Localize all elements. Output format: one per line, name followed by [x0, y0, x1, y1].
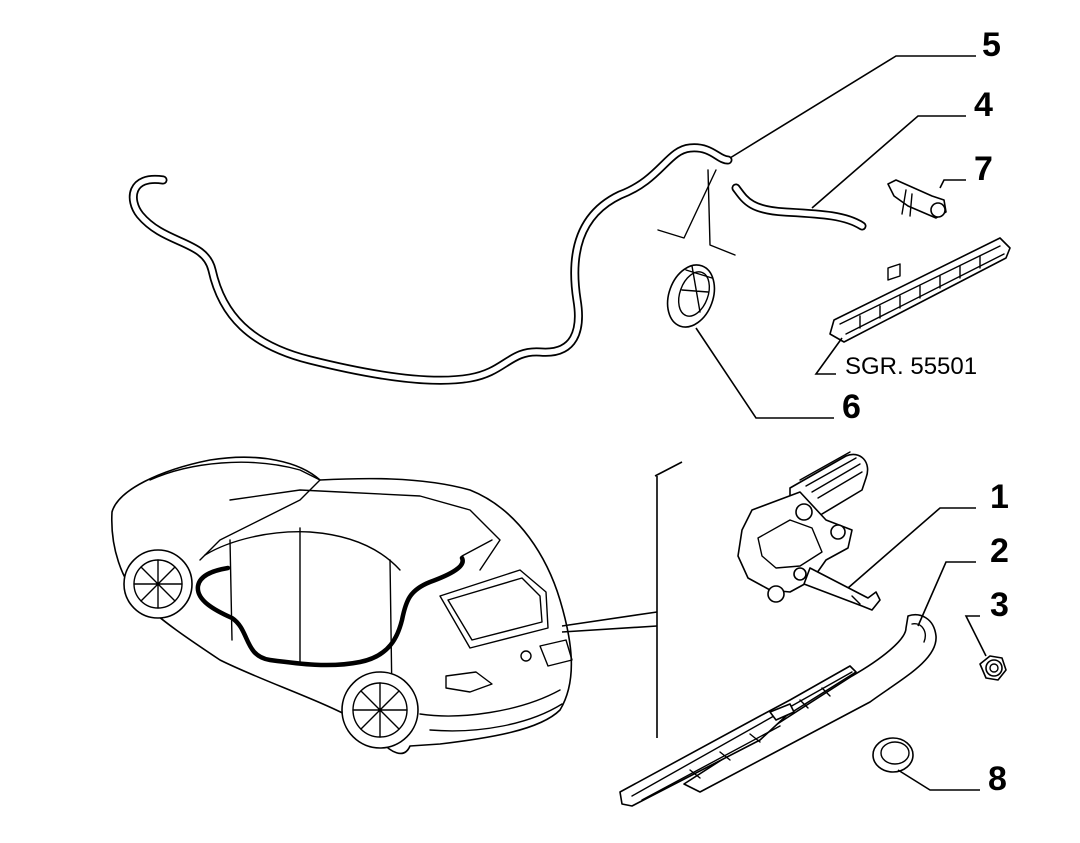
car-hose-route — [195, 539, 493, 668]
cap-part[interactable] — [872, 737, 914, 773]
callout-1: 1 — [990, 478, 1009, 516]
callout-7: 7 — [974, 150, 993, 188]
callout-2: 2 — [990, 532, 1009, 570]
callout-5: 5 — [982, 26, 1001, 64]
nut-part[interactable] — [979, 655, 1007, 681]
wiper-arm-part[interactable] — [619, 614, 937, 807]
callout-3: 3 — [990, 586, 1009, 624]
washer-hose-long[interactable] — [128, 143, 733, 385]
brake-light-reference[interactable] — [829, 237, 1011, 343]
callout-8: 8 — [988, 760, 1007, 798]
wiper-motor-part[interactable] — [737, 451, 881, 611]
detail-bracket — [561, 461, 683, 738]
washer-nozzle-part[interactable] — [887, 179, 947, 219]
grommet-part[interactable] — [659, 258, 722, 333]
washer-hose-short[interactable] — [731, 183, 867, 231]
mounting-lines — [657, 169, 736, 256]
reference-label: SGR. 55501 — [845, 353, 977, 380]
callout-4: 4 — [974, 86, 993, 124]
leader-lines — [695, 55, 987, 791]
callout-6: 6 — [842, 388, 861, 426]
car-illustration — [111, 456, 573, 755]
